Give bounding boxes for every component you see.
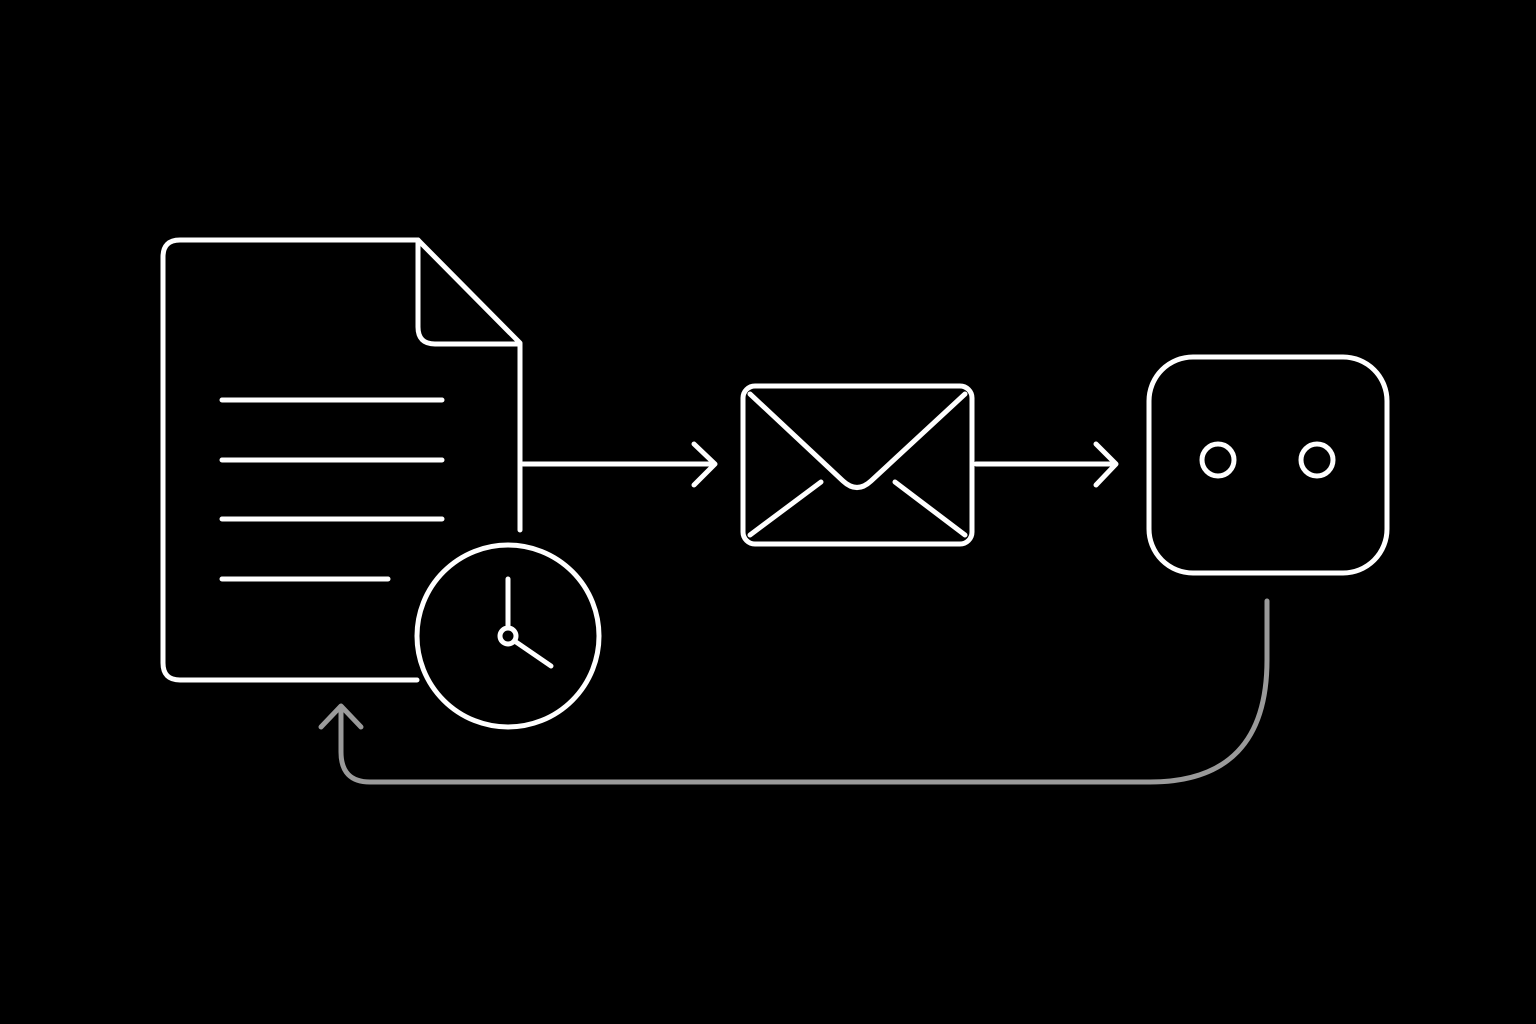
bot-head (1146, 354, 1390, 576)
envelope-flap (747, 391, 968, 490)
envelope-fold-left (747, 479, 824, 538)
envelope-icon (740, 383, 975, 547)
bot-face-icon (1146, 354, 1390, 576)
arrow-email-to-bot (973, 441, 1119, 488)
bot-eye-right (1298, 441, 1336, 479)
envelope-fold-right (892, 479, 968, 538)
bot-eye-left (1199, 441, 1237, 479)
feedback-loop-arrow (318, 598, 1270, 785)
clock-face (414, 542, 602, 730)
document-outline (160, 237, 523, 683)
document-icon (160, 237, 523, 683)
arrow-document-to-email (520, 441, 718, 488)
clock-center-pin (497, 625, 519, 647)
arrow-head (1093, 441, 1119, 488)
envelope-body (740, 383, 975, 547)
feedback-loop-path (338, 598, 1270, 785)
arrow-head (691, 441, 718, 488)
clock-hour-hand (513, 639, 554, 669)
feedback-arrow-head (318, 703, 364, 730)
document-folded-corner (415, 237, 523, 347)
clock-icon (414, 542, 602, 730)
